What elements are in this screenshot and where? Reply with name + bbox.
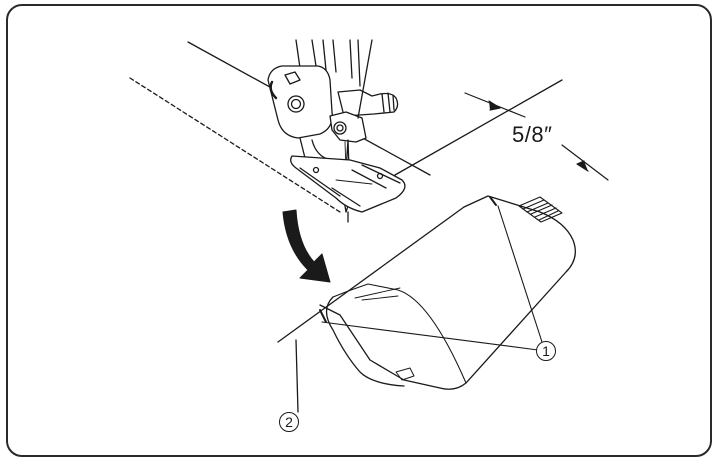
throat-plate-icon bbox=[319, 195, 576, 390]
seam-guide-line bbox=[295, 339, 299, 413]
dimension-arrows bbox=[464, 92, 609, 181]
turn-arrow-icon bbox=[282, 209, 331, 283]
presser-foot-icon bbox=[267, 39, 406, 223]
callout-1-leaders bbox=[321, 205, 543, 351]
illustration-frame bbox=[6, 4, 712, 457]
fabric-edge-lines bbox=[187, 41, 563, 343]
callout-marker-2: 2 bbox=[279, 412, 299, 432]
stitch-line bbox=[129, 77, 341, 213]
throat-plate-guide-icon bbox=[518, 196, 563, 223]
callout-marker-1: 1 bbox=[536, 341, 556, 361]
seam-allowance-label: 5/8″ bbox=[512, 122, 553, 147]
